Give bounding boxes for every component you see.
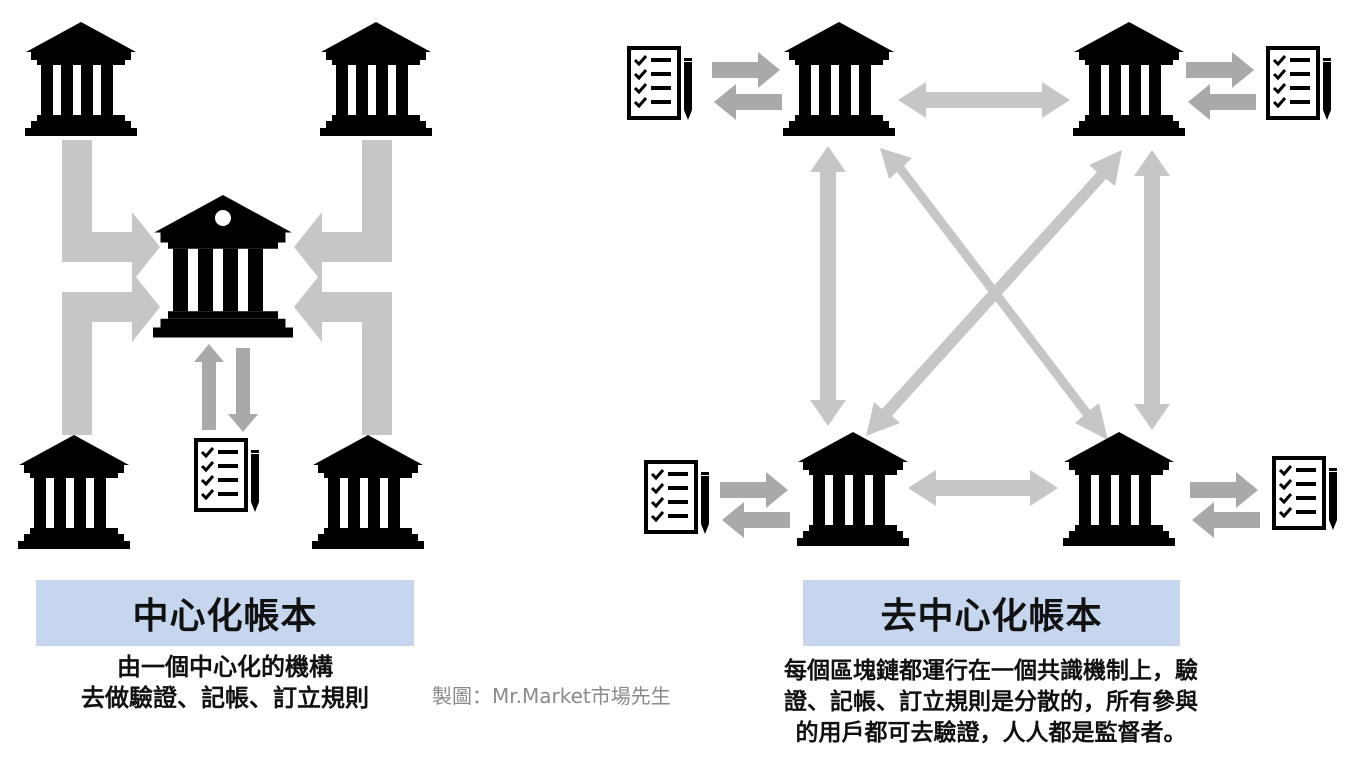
centralized-title: 中心化帳本 — [36, 580, 414, 646]
decentralized-caption-line: 的用戶都可去驗證，人人都是監督者。 — [795, 720, 1187, 746]
ledger-center-arrows — [194, 344, 258, 432]
ledger-icon — [194, 438, 261, 514]
bank-icon — [312, 435, 424, 549]
ledger-icon — [644, 460, 711, 536]
decentralized-arrows — [810, 82, 1170, 506]
centralized-caption-line: 由一個中心化的機構 — [117, 653, 333, 681]
bank-icon — [18, 435, 130, 549]
decentralized-caption-line: 每個區塊鏈都運行在一個共識機制上，驗 — [784, 658, 1198, 684]
decentralized-title-text: 去中心化帳本 — [880, 596, 1103, 637]
bank-icon — [1063, 432, 1175, 546]
centralized-caption: 由一個中心化的機構 去做驗證、記帳、訂立規則 — [30, 652, 420, 714]
bank-icon — [783, 22, 895, 136]
centralized-title-text: 中心化帳本 — [132, 596, 318, 637]
ledger-side-arrows — [712, 52, 1260, 538]
bank-icon — [320, 22, 432, 136]
central-bank-icon — [153, 195, 293, 338]
decentralized-caption-line: 證、記帳、訂立規則是分散的，所有參與 — [784, 689, 1198, 715]
ledger-icon — [1272, 456, 1339, 532]
ledger-icon — [627, 46, 694, 122]
ledger-icon — [1266, 46, 1333, 122]
decentralized-caption: 每個區塊鏈都運行在一個共識機制上，驗 證、記帳、訂立規則是分散的，所有參與 的用… — [718, 656, 1264, 749]
centralized-arrows — [62, 140, 392, 435]
bank-icon — [1073, 22, 1185, 136]
bank-icon — [797, 432, 909, 546]
centralized-caption-line: 去做驗證、記帳、訂立規則 — [81, 684, 369, 712]
credit-text: 製圖：Mr.Market市場先生 — [432, 684, 671, 708]
decentralized-title: 去中心化帳本 — [803, 580, 1180, 646]
bank-icon — [25, 22, 137, 136]
